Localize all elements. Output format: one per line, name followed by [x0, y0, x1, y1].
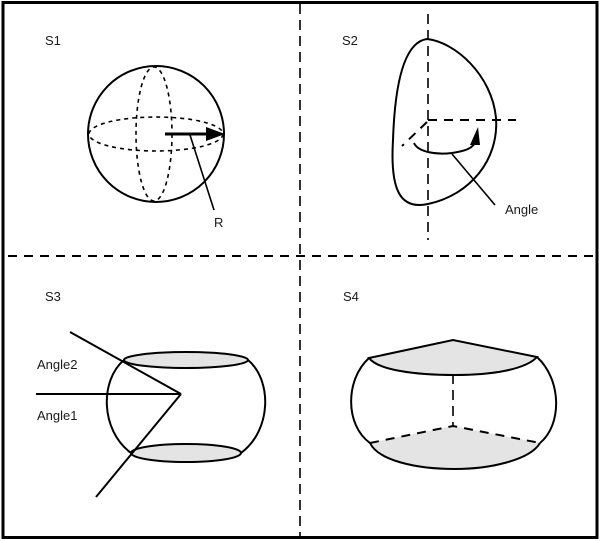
angle2-label: Angle2 [37, 357, 77, 372]
panel-title-s1: S1 [45, 33, 61, 48]
panel-title-s2: S2 [342, 33, 358, 48]
panel-s1: S1 R [45, 33, 225, 230]
angle-label: Angle [505, 202, 538, 217]
top-wedge [367, 338, 539, 377]
angle1-line [95, 393, 182, 498]
segment-right-side [240, 359, 267, 454]
wedge-outline [391, 37, 498, 206]
angle-leader-line [451, 153, 496, 206]
panel-s2: S2 Angle [342, 14, 538, 240]
segment-left-side [105, 359, 132, 454]
radius-leader-line [189, 134, 215, 211]
angle1-label: Angle1 [37, 408, 77, 423]
segment-wedge-right-side [536, 356, 558, 444]
angle-arc [413, 139, 477, 155]
panel-title-s3: S3 [45, 289, 61, 304]
bottom-wedge-fill [370, 426, 540, 469]
bottom-wedge-front-arc [369, 442, 541, 471]
segment-top-cap [123, 351, 249, 369]
angle-arrowhead-icon [470, 127, 480, 145]
segment-wedge-left-side [350, 357, 371, 444]
panel-s4: S4 [343, 289, 558, 471]
segment-bottom-cap [130, 443, 242, 463]
radius-label: R [214, 215, 223, 230]
radius-arrowhead-icon [206, 127, 225, 141]
panel-s3: S3 Angle2 Angle1 [36, 289, 267, 498]
angle2-line [69, 331, 182, 395]
panel-title-s4: S4 [343, 289, 359, 304]
axis-depth-dashed [401, 121, 428, 147]
